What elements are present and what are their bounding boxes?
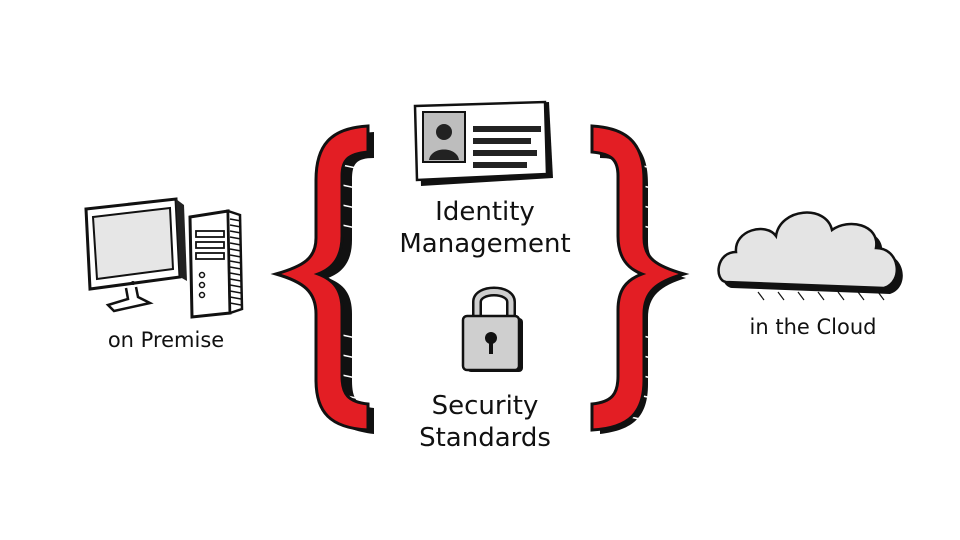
security-standards-label: Security Standards (392, 390, 578, 454)
left-curly-bracket (268, 122, 383, 440)
identity-management-label: Identity Management (392, 196, 578, 260)
in-the-cloud-label: in the Cloud (749, 315, 877, 339)
desktop-computer-icon (78, 195, 253, 320)
padlock-icon (461, 280, 527, 376)
right-curly-bracket (588, 122, 703, 440)
on-premise-label: on Premise (107, 328, 225, 352)
management-line: Management (399, 229, 571, 259)
security-line: Security (431, 391, 539, 421)
identity-line: Identity (435, 197, 535, 227)
standards-line: Standards (419, 423, 551, 453)
id-card-icon (413, 100, 555, 188)
cloud-icon (717, 208, 910, 308)
